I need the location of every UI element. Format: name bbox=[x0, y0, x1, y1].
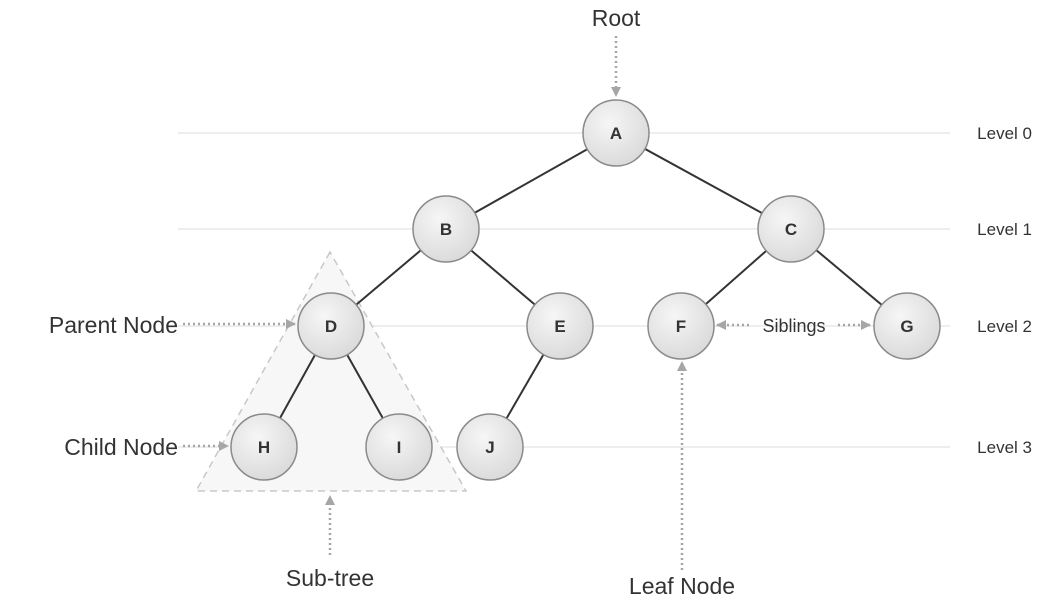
node-c-label: C bbox=[785, 220, 797, 239]
node-b-label: B bbox=[440, 220, 452, 239]
node-f: F bbox=[647, 292, 715, 360]
node-a: A bbox=[582, 99, 650, 167]
node-c: C bbox=[757, 195, 825, 263]
node-i: I bbox=[365, 413, 433, 481]
leaf-node-label: Leaf Node bbox=[629, 573, 735, 599]
node-d: D bbox=[297, 292, 365, 360]
node-e-label: E bbox=[554, 317, 565, 336]
sub-tree-label: Sub-tree bbox=[286, 565, 374, 591]
level-3-label: Level 3 bbox=[977, 438, 1032, 457]
node-e: E bbox=[526, 292, 594, 360]
node-g-label: G bbox=[900, 317, 913, 336]
root-label: Root bbox=[592, 5, 641, 31]
tree-nodes: A B C D E F G H bbox=[230, 99, 941, 481]
node-b: B bbox=[412, 195, 480, 263]
node-j: J bbox=[456, 413, 524, 481]
level-1-label: Level 1 bbox=[977, 220, 1032, 239]
node-d-label: D bbox=[325, 317, 337, 336]
node-h-label: H bbox=[258, 438, 270, 457]
node-h: H bbox=[230, 413, 298, 481]
parent-node-label: Parent Node bbox=[49, 312, 178, 338]
level-2-label: Level 2 bbox=[977, 317, 1032, 336]
node-i-label: I bbox=[397, 438, 402, 457]
node-g: G bbox=[873, 292, 941, 360]
node-a-label: A bbox=[610, 124, 622, 143]
callout-arrows bbox=[183, 36, 871, 570]
child-node-label: Child Node bbox=[64, 434, 178, 460]
node-j-label: J bbox=[485, 438, 494, 457]
siblings-label: Siblings bbox=[762, 316, 825, 336]
level-0-label: Level 0 bbox=[977, 124, 1032, 143]
node-f-label: F bbox=[676, 317, 686, 336]
